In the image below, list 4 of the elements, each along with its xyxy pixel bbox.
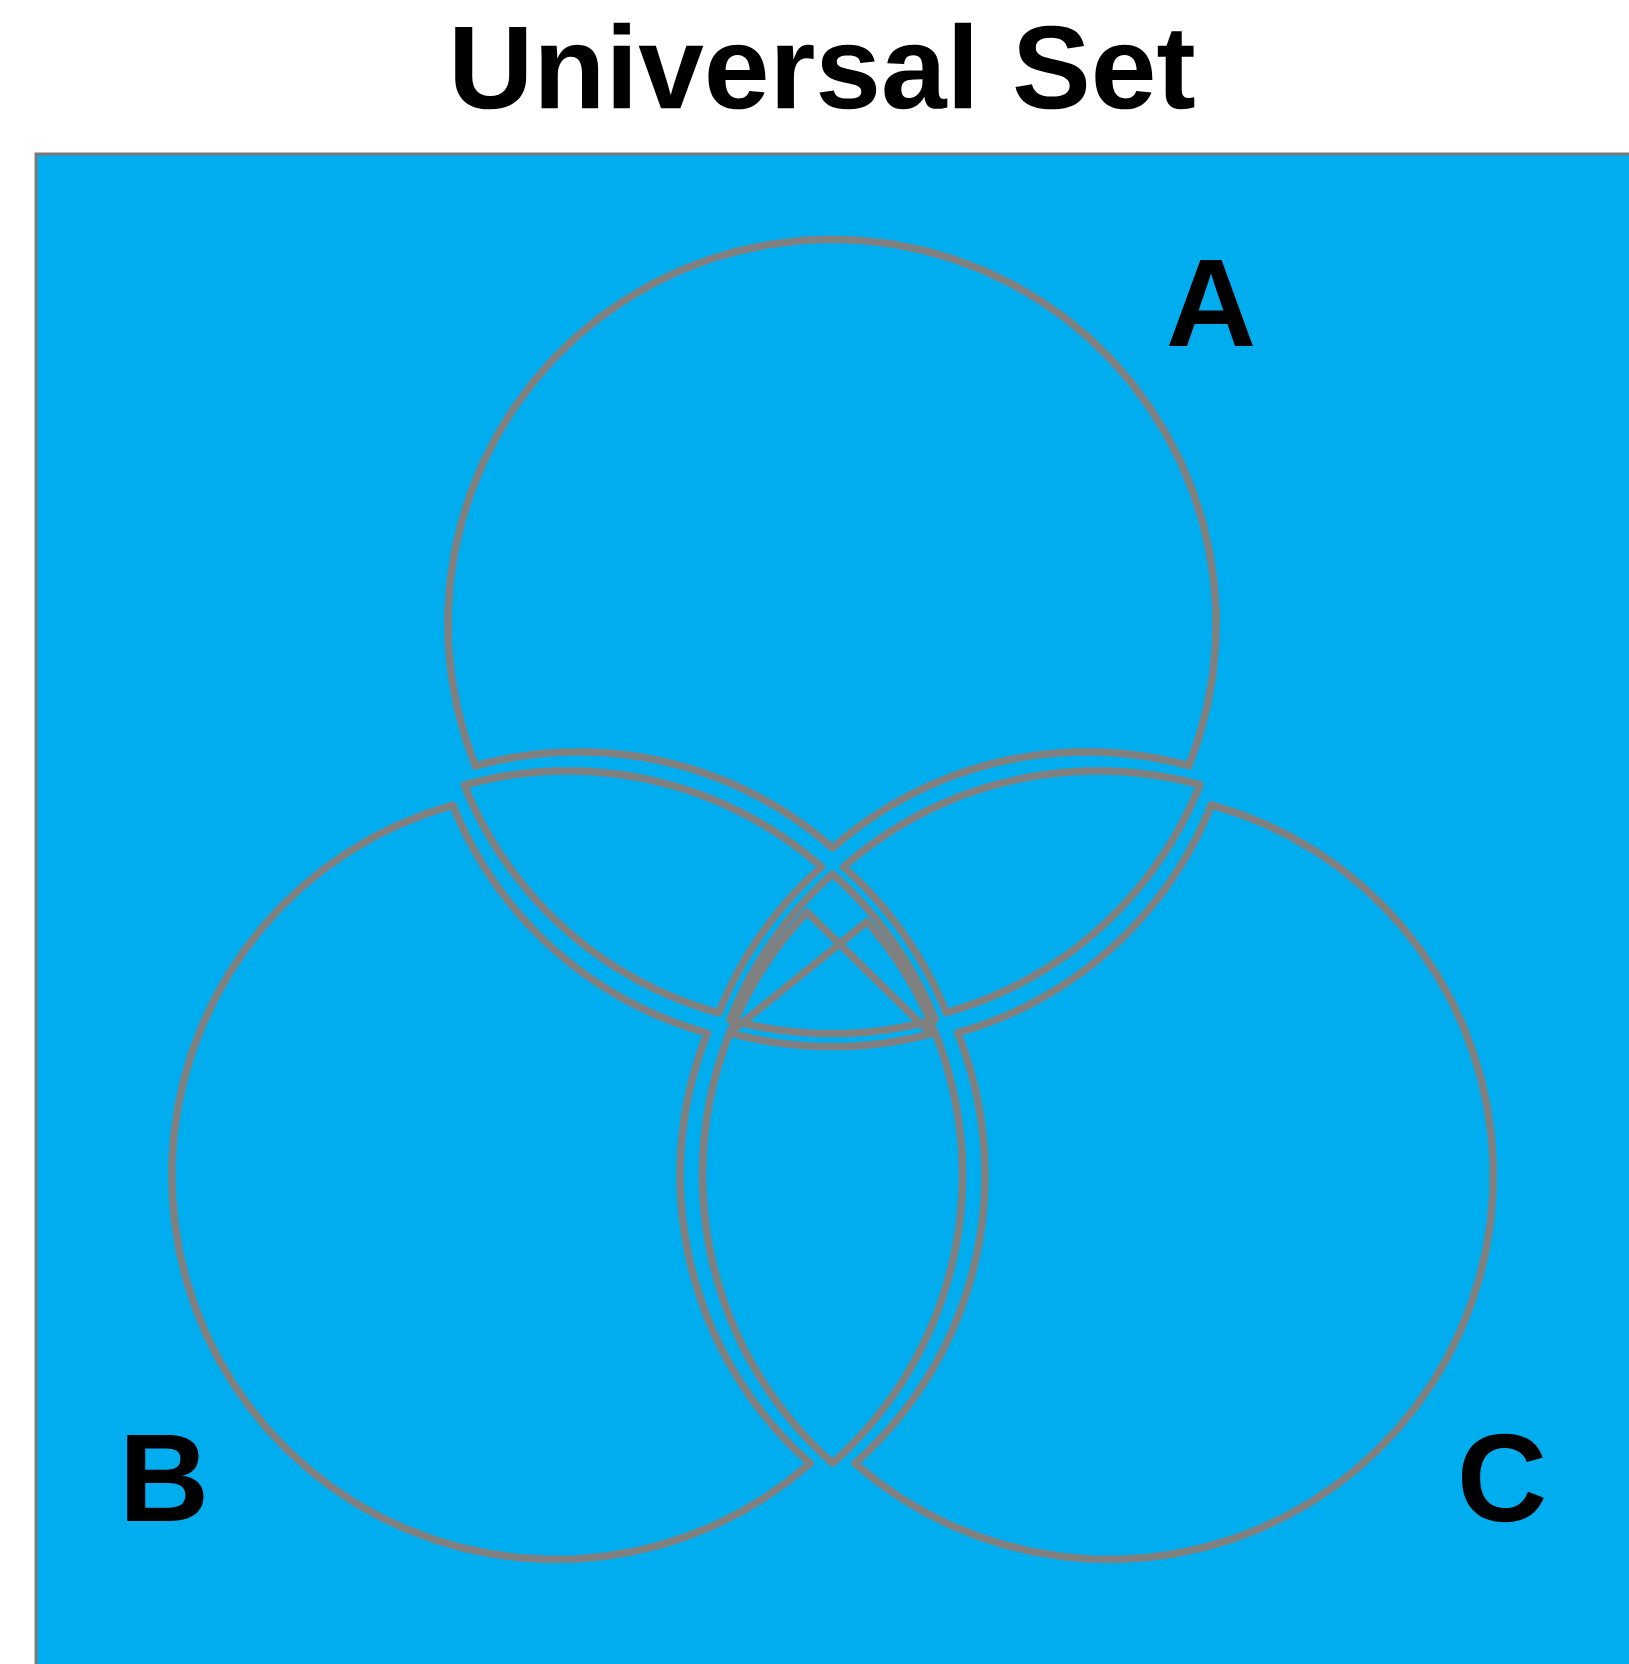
set-label: C: [1462, 1433, 1544, 1523]
set-label: A: [1169, 260, 1253, 346]
set-label: B: [127, 1435, 204, 1521]
title: Universal Set: [455, 22, 1195, 110]
